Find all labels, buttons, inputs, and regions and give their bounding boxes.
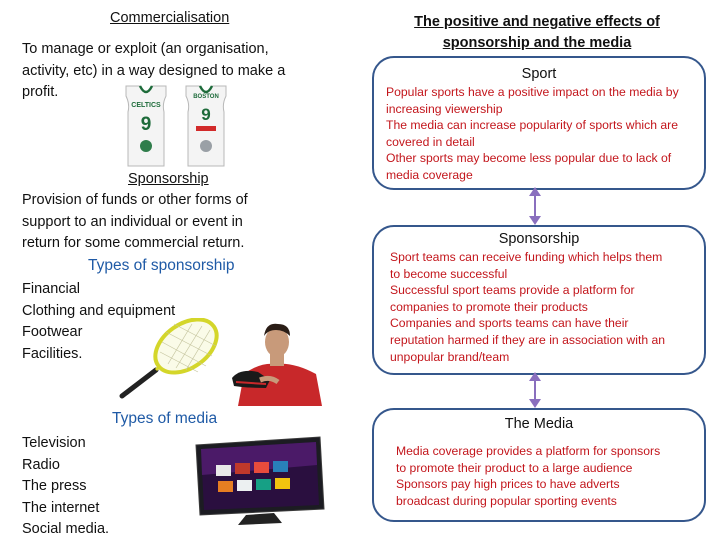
celtics-jersey: CELTICS 9	[125, 85, 167, 167]
body-line: Media coverage provides a platform for s…	[396, 444, 661, 458]
body-line: covered in detail	[386, 134, 475, 149]
types-of-media-heading: Types of media	[112, 410, 218, 427]
tennis-racket-image	[116, 317, 226, 400]
media-title: The Media	[504, 416, 574, 432]
list-item: Clothing and equipment	[22, 302, 176, 319]
list-item: Radio	[22, 456, 60, 473]
definition-line: Provision of funds or other forms of	[22, 192, 248, 208]
body-line: Other sports may become less popular due…	[386, 151, 672, 166]
media-body: Media coverage provides a platform for s…	[396, 443, 702, 509]
boston-jersey: BOSTON 9	[185, 85, 227, 167]
body-line: unpopular brand/team	[390, 349, 510, 364]
body-line: to become successful	[390, 266, 508, 281]
footballer-sponsor-photo	[230, 318, 328, 406]
definition-line: activity, etc) in a way designed to make…	[22, 62, 286, 79]
sponsorship-body: Sport teams can receive funding which he…	[390, 249, 702, 365]
body-line: Popular sports have a positive impact on…	[386, 85, 679, 99]
media-bubble: The Media Media coverage provides a plat…	[372, 408, 706, 522]
list-item: Financial	[22, 281, 81, 297]
definition-line: profit.	[22, 84, 59, 100]
sponsorship-definition: Provision of funds or other forms of sup…	[22, 190, 248, 255]
definition-line: support to an individual or event in	[22, 213, 243, 230]
sponsorship-bubble-title: Sponsorship	[498, 231, 580, 247]
body-line: Sponsors pay high prices to have adverts	[396, 477, 620, 492]
list-item: Footwear	[22, 324, 83, 340]
definition-line: return for some commercial return.	[22, 235, 245, 251]
effects-heading: The positive and negative effects of spo…	[372, 12, 702, 54]
jersey-number-left: 9	[141, 114, 152, 135]
jersey-team-right: BOSTON	[193, 94, 219, 100]
double-arrow-icon	[528, 187, 542, 225]
definition-line: To manage or exploit (an organisation,	[22, 41, 269, 57]
smart-tv-image	[190, 435, 330, 527]
body-line: Sport teams can receive funding which he…	[390, 250, 663, 264]
sport-body: Popular sports have a positive impact on…	[386, 84, 704, 184]
body-line: broadcast during popular sporting events	[396, 493, 617, 508]
jersey-number-right: 9	[201, 105, 210, 124]
heading-line: sponsorship and the media	[442, 35, 632, 51]
body-line: The media can increase popularity of spo…	[386, 118, 678, 133]
media-types-list: Television Radio The press The internet …	[22, 433, 109, 541]
sponsorship-title: Sponsorship	[128, 171, 209, 187]
heading-line: The positive and negative effects of	[414, 14, 660, 30]
list-item: The internet	[22, 499, 100, 516]
list-item: Facilities.	[22, 345, 83, 362]
body-line: companies to promote their products	[390, 299, 588, 314]
commercialisation-title: Commercialisation	[110, 10, 230, 26]
sport-title: Sport	[521, 66, 557, 82]
body-line: Successful sport teams provide a platfor…	[390, 283, 635, 298]
list-item: Television	[22, 435, 86, 451]
double-arrow-icon	[528, 372, 542, 408]
body-line: reputation harmed if they are in associa…	[390, 332, 666, 347]
body-line: Companies and sports teams can have thei…	[390, 316, 629, 331]
sponsorship-bubble: Sponsorship Sport teams can receive fund…	[372, 225, 706, 375]
list-item: Social media.	[22, 521, 110, 537]
sponsorship-types-list: Financial Clothing and equipment Footwea…	[22, 279, 175, 365]
body-line: to promote their product to a large audi…	[396, 460, 633, 475]
commercialisation-definition: To manage or exploit (an organisation, a…	[22, 39, 285, 104]
types-of-sponsorship-heading: Types of sponsorship	[88, 257, 235, 274]
basketball-jerseys-image: CELTICS 9 BOSTON 9	[118, 82, 236, 168]
jersey-team-left: CELTICS	[131, 102, 161, 109]
body-line: increasing viewership	[386, 101, 503, 116]
sport-bubble: Sport Popular sports have a positive imp…	[372, 56, 706, 190]
body-line: media coverage	[386, 167, 473, 182]
list-item: The press	[22, 478, 87, 494]
